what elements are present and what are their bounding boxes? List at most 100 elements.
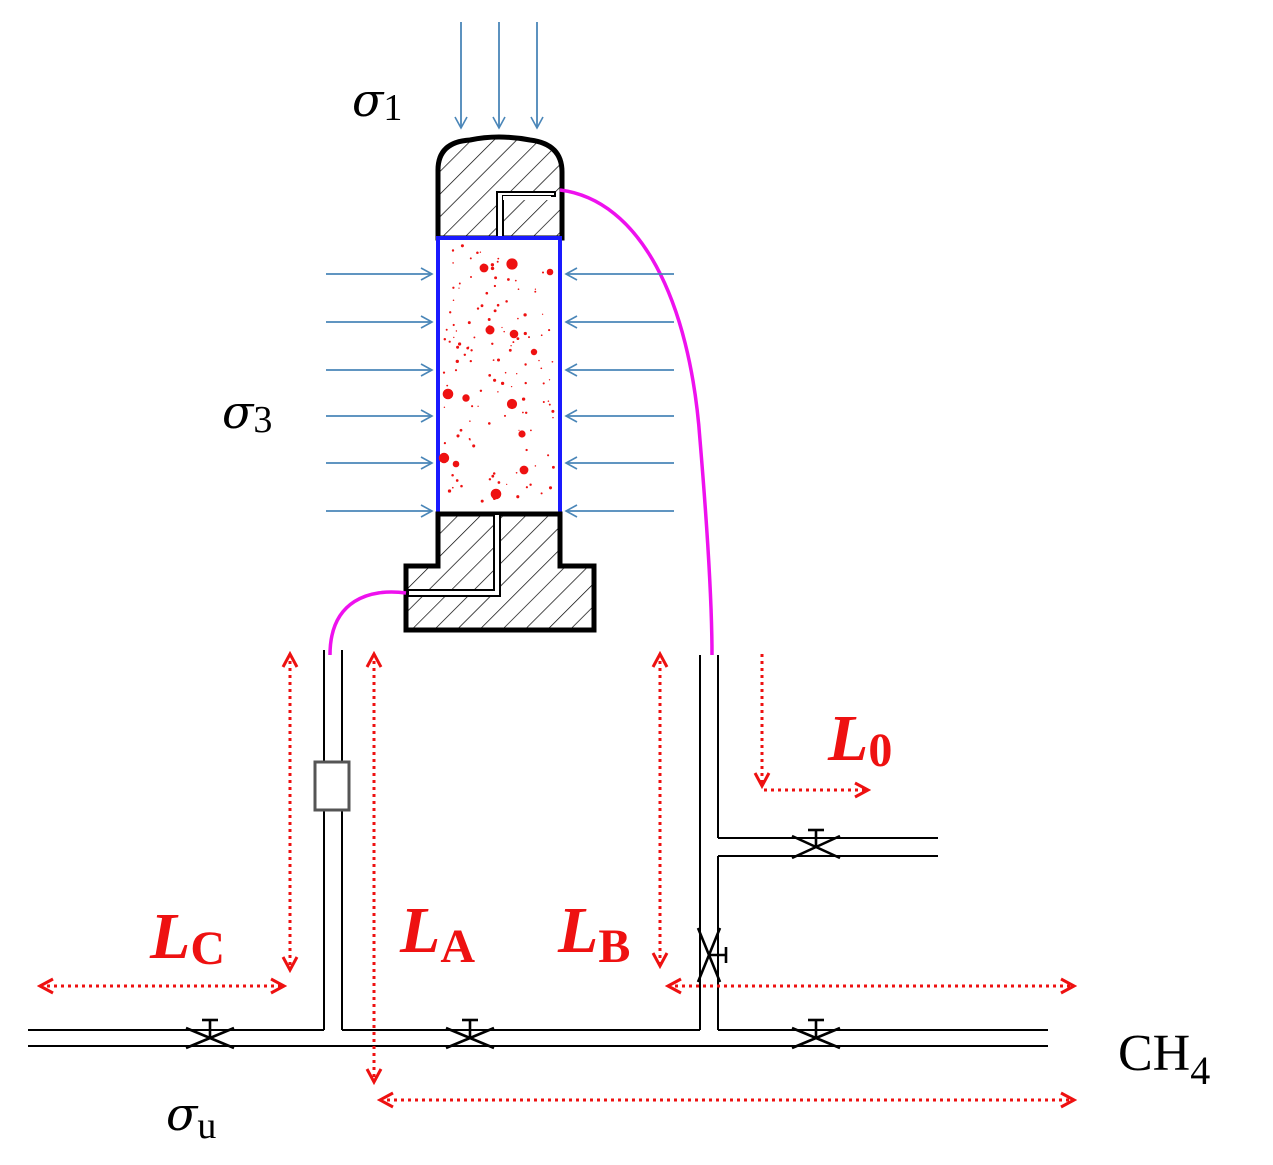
- particle: [458, 282, 461, 285]
- particle: [476, 251, 479, 254]
- particle: [470, 349, 473, 352]
- particle: [524, 363, 527, 366]
- particle: [542, 400, 545, 404]
- particle: [534, 290, 537, 293]
- particle: [469, 420, 471, 422]
- particle: [488, 374, 492, 377]
- particle: [468, 437, 471, 440]
- particle: [452, 299, 455, 301]
- particle: [452, 262, 454, 264]
- particle: [447, 489, 452, 493]
- particle: [479, 263, 489, 273]
- particle: [509, 329, 519, 339]
- particle: [515, 471, 518, 474]
- particle: [516, 337, 520, 341]
- particle: [445, 328, 448, 331]
- valves: [185, 828, 841, 1050]
- sigmau-label: σu: [166, 1087, 216, 1147]
- particle: [506, 398, 518, 410]
- particle: [500, 381, 505, 386]
- particle: [442, 388, 454, 400]
- coal-sample: [436, 236, 562, 516]
- particle: [540, 334, 543, 337]
- particle: [446, 384, 449, 387]
- confining-stress-arrows: [326, 267, 674, 518]
- particle: [451, 474, 454, 477]
- particle: [510, 385, 513, 388]
- particle: [479, 389, 483, 393]
- particle: [449, 311, 452, 314]
- outlet-hose: [559, 188, 714, 656]
- particle: [451, 249, 455, 252]
- particle: [438, 452, 450, 464]
- particle: [462, 394, 470, 402]
- particle: [457, 342, 462, 346]
- particle: [525, 486, 528, 489]
- valve-left: [185, 1018, 235, 1050]
- ch4-label: CH4: [1118, 1025, 1210, 1093]
- particle: [491, 474, 495, 478]
- valve-middle: [445, 1018, 495, 1050]
- particle: [548, 486, 553, 490]
- particle: [529, 483, 532, 486]
- particle: [517, 317, 519, 320]
- particle: [519, 465, 529, 475]
- inlet-hose: [328, 590, 407, 656]
- particle: [516, 373, 518, 375]
- particle: [492, 359, 495, 361]
- particle: [552, 416, 554, 419]
- particle: [463, 353, 467, 357]
- particle: [469, 359, 472, 363]
- bottom-platen: [403, 511, 597, 633]
- particle: [487, 318, 491, 321]
- particle: [467, 346, 470, 348]
- particle: [485, 325, 495, 335]
- particle: [534, 465, 537, 467]
- particle: [525, 448, 528, 452]
- dimension-arrows: [40, 654, 1074, 1100]
- particle: [541, 271, 545, 274]
- particle: [471, 405, 474, 408]
- particle: [455, 479, 459, 482]
- particle: [551, 409, 555, 413]
- particle: [472, 444, 476, 448]
- sigma1-label: σ1: [352, 73, 402, 129]
- particle: [522, 411, 524, 414]
- particle: [476, 307, 480, 310]
- particle: [456, 345, 460, 349]
- particle: [516, 495, 520, 499]
- particle: [460, 484, 463, 488]
- particle: [453, 336, 455, 339]
- particle: [501, 326, 503, 329]
- particle: [538, 359, 540, 362]
- particle: [460, 244, 464, 248]
- particle: [496, 260, 499, 263]
- particle: [541, 313, 544, 315]
- particle: [518, 430, 526, 438]
- particle: [470, 276, 472, 278]
- particle: [496, 358, 501, 362]
- particle: [452, 323, 455, 327]
- particle: [480, 499, 484, 503]
- particle: [517, 288, 520, 291]
- particle: [485, 291, 489, 295]
- particle: [503, 330, 505, 333]
- particle: [523, 313, 527, 317]
- particle: [512, 341, 515, 344]
- particle: [493, 284, 497, 288]
- lb-label: LB: [557, 894, 630, 973]
- particle: [547, 454, 550, 457]
- particle: [456, 434, 460, 438]
- particle: [514, 279, 517, 282]
- pipe-network: [28, 650, 1048, 1047]
- particle: [458, 287, 460, 289]
- particle: [497, 257, 500, 260]
- particle: [542, 382, 545, 385]
- particle: [524, 381, 527, 385]
- la-label: LA: [399, 894, 475, 973]
- l0-label: L0: [827, 702, 892, 777]
- valve-right: [791, 1018, 841, 1050]
- particle: [459, 428, 463, 432]
- particle: [540, 492, 543, 495]
